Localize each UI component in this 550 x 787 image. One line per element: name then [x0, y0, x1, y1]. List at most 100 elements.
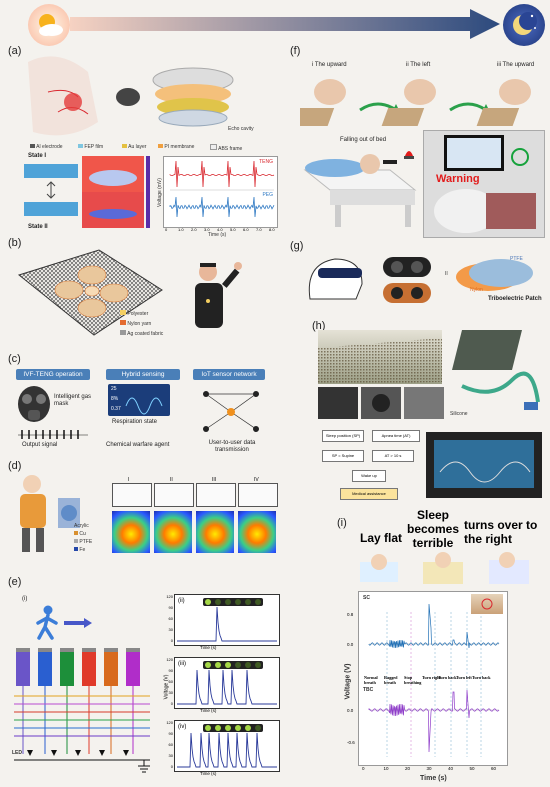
teng-peg-plot: TENG PEG: [163, 156, 278, 228]
voltage-plot: (ii): [174, 594, 280, 646]
teng-trace: [169, 160, 275, 188]
apnea-flowchart: Sleep position (SP)Apnea time (AT)SP = S…: [322, 430, 422, 502]
plot-ytick: 60: [168, 742, 173, 747]
plot-ytick: 90: [168, 668, 173, 673]
plot-ytick: 30: [168, 627, 173, 632]
panel-i-xlabel: Time (s): [420, 775, 447, 782]
user-transmission-label: User-to-user data transmission: [208, 440, 256, 453]
led-dot: [205, 662, 211, 668]
output-signal-label: Output signal: [22, 442, 58, 448]
wearer-figure: [178, 256, 258, 346]
screen-value-1: 25: [111, 386, 117, 392]
led-photo: [203, 724, 263, 732]
walking-person-icon: [30, 605, 64, 641]
panel-a-xtick: 8.0: [269, 227, 275, 232]
warning-photo: Warning: [423, 130, 545, 238]
voltage-trace: [177, 669, 277, 705]
panel-i-xtick: 10: [383, 766, 389, 771]
plot-ytick: 120: [166, 594, 173, 599]
legend-acrylic: Acrylic: [74, 523, 89, 529]
led-label: LED: [12, 750, 22, 756]
screen-value-3: 0.37: [111, 406, 121, 412]
sleeper-cartoons: [355, 548, 540, 590]
panel-d-legend: Acrylic Cu PTFE Fe: [74, 524, 114, 554]
panel-a-xtick: 1.0: [178, 227, 184, 232]
panel-e-label: (e): [8, 576, 22, 588]
warning-text: Warning: [436, 173, 480, 185]
panel-a-ylabel: Voltage (mV): [156, 178, 163, 207]
annotation-label: Ragged breath: [384, 675, 398, 685]
panel-b-legend: Polyester Nylon yarn Ag coated fabric: [120, 310, 190, 340]
stage-device: [112, 483, 152, 507]
panel-a-xtick: 4.0: [217, 227, 223, 232]
led-dot: [235, 599, 241, 605]
panel-d-label: (d): [8, 460, 22, 472]
panel-i-label: (i): [337, 517, 347, 529]
stage-simulation: [112, 511, 150, 553]
textile-photo: [318, 330, 442, 384]
panel-a-xlabel: Time (s): [208, 232, 227, 238]
led-dot: [215, 725, 221, 731]
panel-i-xtick: 30: [426, 766, 432, 771]
tbc-label: TBC: [363, 687, 374, 693]
panel-a-xtick: 6.0: [243, 227, 249, 232]
sleep-mask-head: [300, 254, 370, 308]
plot-xlabel: Time (s): [200, 771, 217, 776]
led-dot: [215, 662, 221, 668]
annotation-label: Turn left: [456, 675, 472, 680]
peg-trace: [169, 196, 275, 218]
sc-ytick: 0.0: [347, 642, 354, 647]
led-dot: [235, 725, 241, 731]
panel-a-xtick: 2.0: [191, 227, 197, 232]
panel-i-xtick: 50: [469, 766, 475, 771]
sc-ytick: 0.8: [347, 612, 354, 617]
plot-ytick: 60: [168, 616, 173, 621]
legend-polyester: Polyester: [127, 311, 149, 317]
stage-label: IV: [254, 477, 259, 483]
alarm-light-icon: [402, 146, 416, 160]
led-dot: [245, 662, 251, 668]
ivf-teng-header: IVF-TENG operation: [16, 369, 90, 380]
led-dot: [225, 725, 231, 731]
sensor-strip: [60, 652, 74, 686]
led-dot: [235, 662, 241, 668]
arrow-right-icon: [70, 9, 500, 39]
plot-ytick: 90: [168, 731, 173, 736]
voltage-plot: (iii): [174, 657, 280, 709]
tbc-ytick: 0.0: [347, 708, 354, 713]
plot-ytick: 120: [166, 657, 173, 662]
ground-icon: [138, 760, 150, 773]
iot-network-diagram: [196, 384, 266, 438]
plot-id: (iv): [178, 724, 187, 730]
stage-label: I: [128, 477, 130, 483]
moon-stars-icon: [503, 4, 545, 46]
stage-device: [196, 483, 236, 507]
plot-ytick: 0: [170, 764, 173, 769]
plot-ytick: 30: [168, 690, 173, 695]
iot-network-header: IoT sensor network: [193, 369, 265, 380]
state-turn-right: turns over to the right: [464, 518, 538, 546]
nylon-label: Nylon: [470, 287, 483, 293]
annotation-label: Turn right: [422, 675, 441, 680]
stage-device: [154, 483, 194, 507]
panel-i-ylabel: Voltage (V): [344, 663, 352, 700]
stage-simulation: [238, 511, 276, 553]
legend-abs: ABS frame: [218, 146, 243, 152]
day-night-banner: [0, 0, 550, 50]
triboelectric-patch-label: Triboelectric Patch: [488, 296, 542, 302]
panel-b-label: (b): [8, 237, 22, 249]
panel-g-label: (g): [290, 240, 304, 252]
walk-direction-arrow: [64, 615, 94, 628]
led-dot: [205, 725, 211, 731]
legend-pi: PI membrane: [164, 144, 195, 150]
stage-simulation: [196, 511, 234, 553]
led-dot: [255, 662, 261, 668]
respiration-state-label: Respiration state: [112, 419, 158, 425]
tbc-ytick: -0.6: [347, 740, 355, 745]
plot-ytick: 0: [170, 701, 173, 706]
flowchart-box: Sleep position (SP): [322, 430, 364, 442]
sensor-strip: [126, 652, 140, 686]
